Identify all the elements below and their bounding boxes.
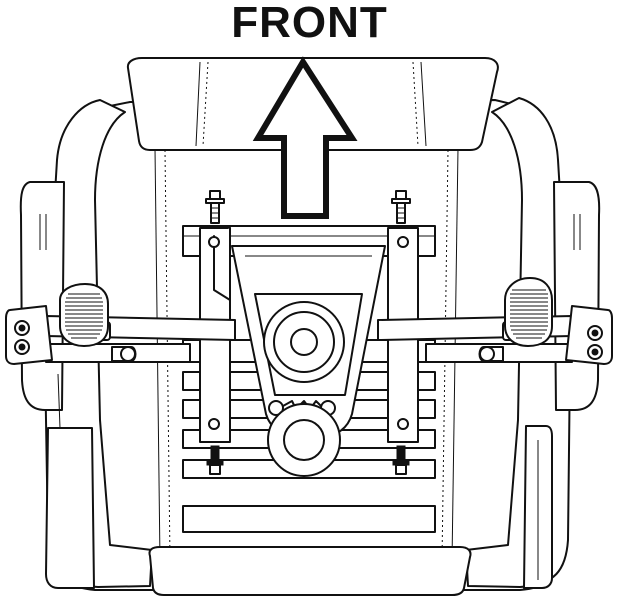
bolt-front-right — [392, 191, 410, 223]
front-arrow-icon — [258, 62, 352, 216]
rear-cushion-roll — [149, 547, 470, 595]
swivel-mount-plate — [232, 246, 385, 476]
right-cover-panel — [524, 426, 552, 588]
left-release-lever — [60, 284, 108, 346]
bolt-front-left — [206, 191, 224, 223]
front-direction-label: FRONT — [231, 0, 388, 47]
right-end-bracket — [566, 306, 612, 364]
bolt-rear-right — [393, 446, 409, 474]
bolt-rear-left — [207, 446, 223, 474]
left-cover-panel — [46, 374, 94, 588]
left-end-bracket — [6, 306, 52, 364]
right-release-lever — [505, 278, 552, 346]
